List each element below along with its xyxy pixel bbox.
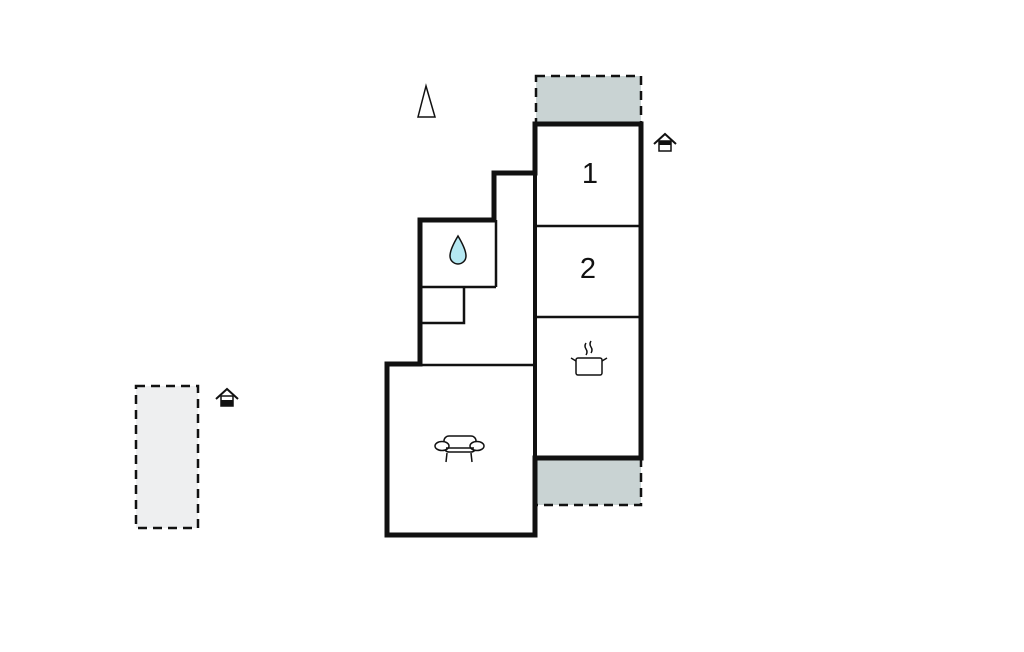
terrace-top	[534, 74, 643, 126]
closet-wall	[420, 287, 466, 325]
room-label-2: 2	[580, 253, 596, 285]
terrace-bottom-border	[537, 458, 643, 507]
water-drop-icon	[449, 234, 467, 265]
parking-area	[134, 384, 200, 530]
north-arrow-icon	[417, 83, 436, 118]
entrance-icon	[215, 387, 239, 407]
sofa-icon	[434, 435, 485, 463]
terrace-bottom	[537, 458, 641, 505]
cooking-pot-icon	[570, 340, 608, 376]
entrance-icon	[653, 132, 677, 152]
room-label-1: 1	[582, 158, 598, 190]
